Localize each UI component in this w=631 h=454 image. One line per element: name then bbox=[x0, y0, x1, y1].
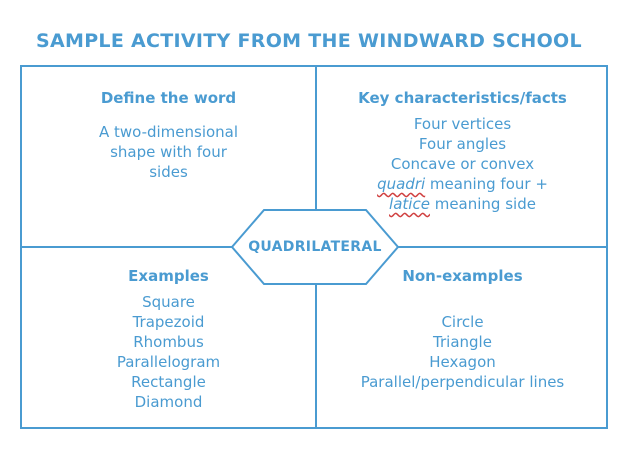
characteristic-line-latice: latice meaning side bbox=[317, 194, 608, 214]
non-example-item: Hexagon bbox=[429, 353, 496, 371]
example-item: Parallelogram bbox=[116, 353, 221, 371]
characteristic-line: Concave or convex bbox=[390, 155, 535, 173]
example-item: Trapezoid bbox=[132, 313, 205, 331]
non-examples-heading: Non-examples bbox=[402, 267, 523, 285]
characteristics-heading: Key characteristics/facts bbox=[358, 89, 567, 107]
define-line: A two-dimensional bbox=[98, 123, 239, 141]
characteristic-line: Four vertices bbox=[413, 115, 512, 133]
center-term: QUADRILATERAL bbox=[248, 239, 382, 255]
latice-word: latice bbox=[389, 195, 430, 213]
define-line: shape with four bbox=[110, 143, 227, 161]
quadrant-define: Define the word A two-dimensional shape … bbox=[22, 88, 315, 182]
non-example-item: Parallel/perpendicular lines bbox=[360, 373, 565, 391]
characteristic-line: Four angles bbox=[418, 135, 507, 153]
example-item: Rhombus bbox=[133, 333, 204, 351]
center-hexagon bbox=[230, 209, 400, 285]
define-line: sides bbox=[149, 163, 188, 181]
characteristic-line-quadri: quadri meaning four + bbox=[317, 174, 608, 194]
quadrant-examples: Examples Square Trapezoid Rhombus Parall… bbox=[22, 266, 315, 412]
example-item: Square bbox=[142, 293, 195, 311]
quadri-word: quadri bbox=[377, 175, 426, 193]
latice-rest: meaning side bbox=[429, 195, 536, 213]
page-title: SAMPLE ACTIVITY FROM THE WINDWARD SCHOOL bbox=[36, 30, 582, 52]
quadri-rest: meaning four + bbox=[425, 175, 548, 193]
non-example-item: Circle bbox=[441, 313, 484, 331]
example-item: Rectangle bbox=[131, 373, 206, 391]
non-example-item: Triangle bbox=[433, 333, 492, 351]
quadrant-characteristics: Key characteristics/facts Four vertices … bbox=[317, 88, 608, 214]
quadrant-non-examples: Non-examples Circle Triangle Hexagon Par… bbox=[317, 266, 608, 392]
define-heading: Define the word bbox=[100, 89, 237, 107]
examples-heading: Examples bbox=[128, 267, 209, 285]
example-item: Diamond bbox=[134, 393, 203, 411]
